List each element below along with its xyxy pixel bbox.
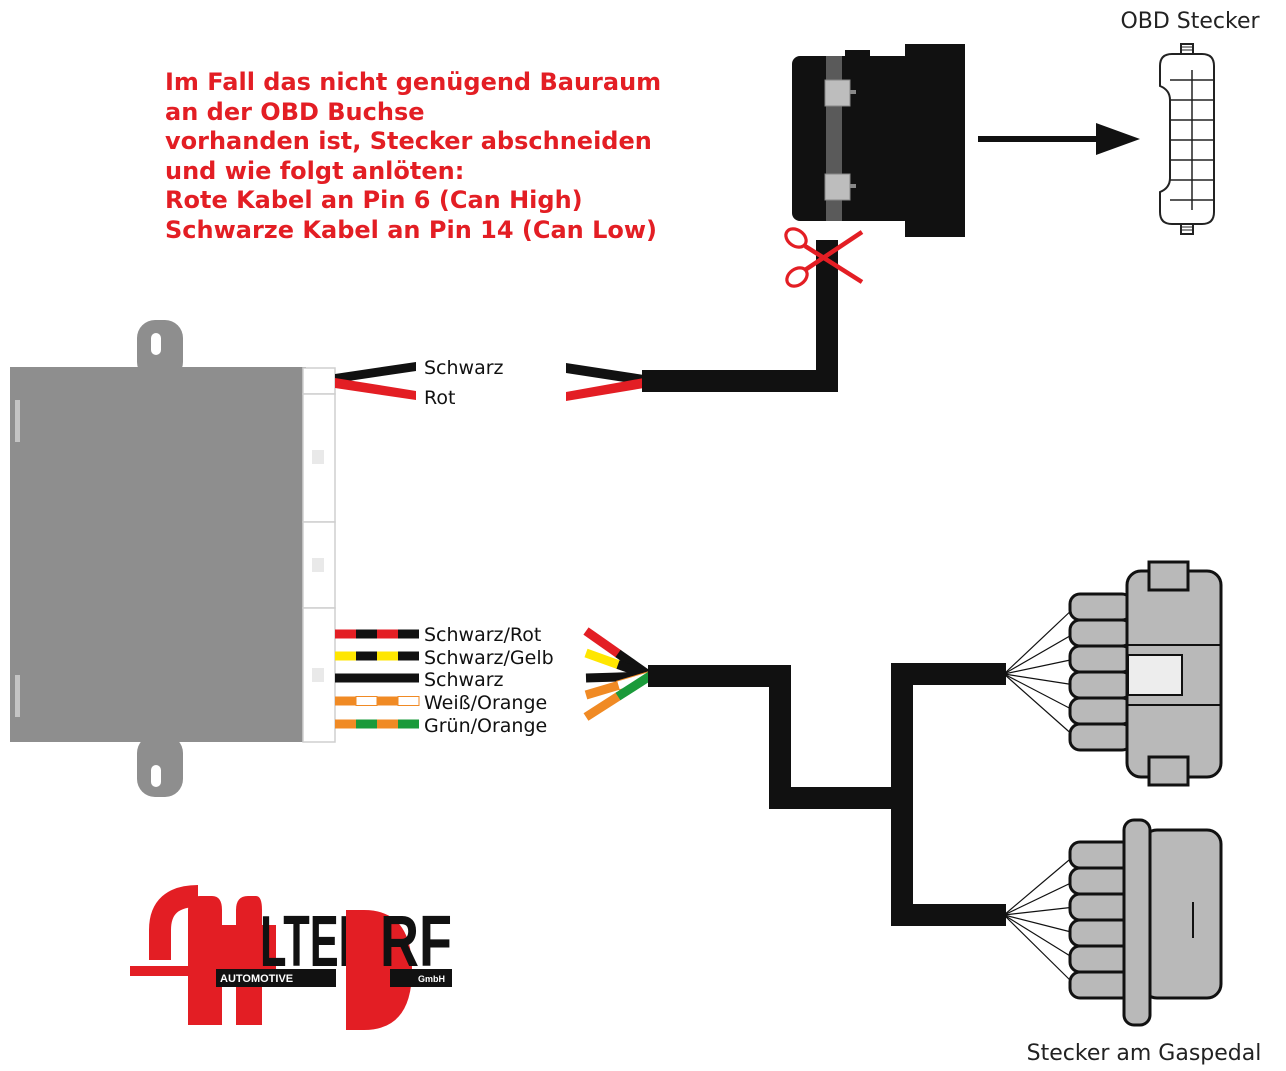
note-line: Schwarze Kabel an Pin 14 (Can Low) (165, 215, 658, 244)
wire-stripe-segment (335, 673, 356, 683)
wire-label-schwarz-gelb: Schwarz/Gelb (424, 647, 554, 669)
module-edge-mark-top (15, 400, 20, 442)
wire-stripe-segment (335, 696, 356, 706)
wire-fan-segment (585, 672, 620, 683)
obd-cable (642, 240, 838, 392)
wire-stripe-segment (398, 719, 419, 729)
connector-fan-wires-bottom (1003, 854, 1076, 986)
connector-fan-wires-top (1003, 606, 1076, 738)
note-line: Im Fall das nicht genügend Bauraum (165, 68, 662, 96)
note-line: Rote Kabel an Pin 6 (Can High) (165, 186, 583, 214)
wire-label-gruen-orange: Grün/Orange (424, 715, 547, 737)
wire-stripe-segment (335, 629, 356, 639)
pedal-cable (648, 663, 1006, 926)
obd-connector-label: OBD Stecker (1120, 9, 1260, 34)
installation-note: Im Fall das nicht genügend Bauraum an de… (165, 68, 765, 245)
obd-plug-body (792, 56, 912, 221)
module-mount-hole-bottom (151, 765, 161, 787)
note-line: und wie folgt anlöten: (165, 156, 465, 185)
wire-stripe-segment (356, 673, 377, 683)
wire-stripe-segment (335, 651, 356, 661)
logo-a-shape (188, 896, 276, 1025)
wire-stripe-segment (377, 629, 398, 639)
wire-label-weiss-orange: Weiß/Orange (424, 692, 547, 714)
wire-stripe-segment (398, 651, 419, 661)
module-mount-hole-top (151, 333, 161, 355)
note-line: an der OBD Buchse (165, 97, 425, 126)
obd-adapter-plug (792, 44, 965, 237)
wire-schwarz-cable (566, 363, 644, 385)
pedal-wires-module-side (335, 629, 420, 729)
obd-plug-front (905, 44, 965, 237)
wire-fan-segment (584, 680, 621, 700)
wire-stripe-segment (355, 696, 378, 706)
scissors-icon (784, 227, 864, 288)
wire-stripe-segment (377, 719, 398, 729)
obd-connector-socket (1159, 43, 1215, 235)
wire-rot-module (335, 378, 416, 400)
wire-stripe-segment (356, 719, 377, 729)
pedal-connector-female (1068, 818, 1223, 1027)
wire-label-schwarz: Schwarz (424, 669, 504, 691)
module-port-obd (302, 367, 336, 395)
wire-fan-segment (583, 692, 622, 721)
wire-label-schwarz-rot: Schwarz/Rot (424, 624, 541, 646)
obd-wires-cable-side (566, 240, 838, 401)
wire-stripe-segment (356, 629, 377, 639)
wire-stripe-segment (356, 651, 377, 661)
note-line: vorhanden ist, Stecker abschneiden (165, 127, 652, 155)
module-edge-mark-bottom (15, 675, 20, 717)
wire-stripe-segment (398, 629, 419, 639)
obd-wires-module-side: Schwarz Rot (335, 357, 504, 409)
wire-rot-cable (566, 378, 644, 401)
arrow-to-obd-connector (978, 123, 1140, 155)
wire-stripe-segment (397, 696, 420, 706)
wire-stripe-segment (398, 673, 419, 683)
pedal-wires-cable-side (583, 627, 654, 721)
control-module (10, 320, 336, 797)
wire-label-schwarz: Schwarz (424, 357, 504, 379)
logo-sub-right: GmbH (418, 974, 445, 984)
altendorf-logo: LTEN RF AUTOMOTIVE GmbH (130, 885, 452, 1030)
wire-stripe-segment (377, 651, 398, 661)
module-housing (10, 367, 306, 742)
module-mount-tab-bottom (137, 735, 183, 797)
wire-stripe-segment (377, 696, 398, 706)
wire-label-rot: Rot (424, 387, 455, 409)
wire-schwarz-module (335, 362, 416, 383)
pedal-connector-label: Stecker am Gaspedal (1027, 1041, 1262, 1066)
wire-fan-segment (584, 648, 621, 670)
pedal-connector-male (1068, 560, 1223, 787)
wire-fan-segment (615, 671, 654, 701)
pedal-wire-labels: Schwarz/Rot Schwarz/Gelb Schwarz Weiß/Or… (424, 624, 554, 737)
wire-fan-segment (583, 627, 622, 658)
logo-d-shape (346, 910, 412, 1030)
wire-stripe-segment (335, 719, 356, 729)
logo-sub-left: AUTOMOTIVE (220, 973, 293, 985)
logo-text-end: RF (380, 902, 452, 982)
wire-stripe-segment (377, 673, 398, 683)
